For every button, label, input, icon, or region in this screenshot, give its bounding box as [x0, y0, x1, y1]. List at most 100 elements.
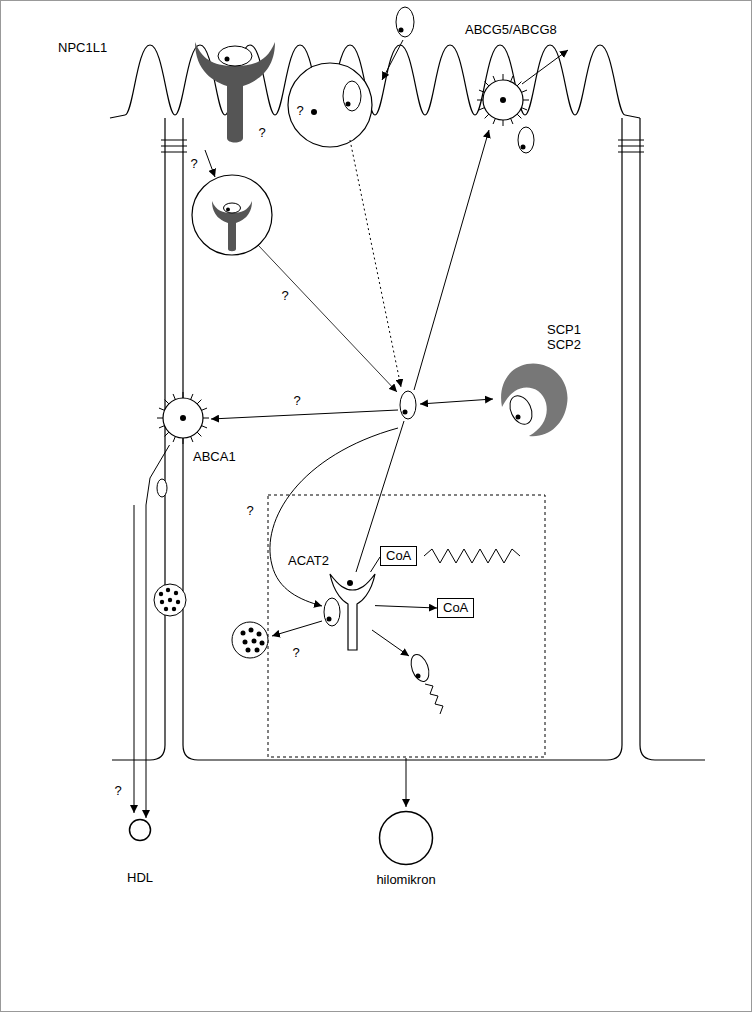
dot: [168, 598, 172, 602]
node-label: CoA: [438, 599, 473, 617]
coat-spike: [511, 76, 513, 82]
cholesterol-molecule: [343, 81, 361, 111]
question-mark: ?: [246, 503, 253, 518]
coat-spike: [521, 90, 527, 92]
coat-spike: [477, 100, 483, 101]
node-outline: [378, 810, 434, 866]
coat-spike: [173, 394, 175, 400]
node-label: NPC1L1: [58, 40, 107, 55]
question-mark: ?: [114, 783, 121, 798]
acyl-chain: [425, 684, 443, 714]
coat-spike: [165, 400, 169, 404]
cholesterol-molecule: [396, 7, 414, 37]
cholesterol-molecule: [324, 598, 340, 626]
particle-outline: [380, 812, 433, 865]
transport-arrow: [211, 410, 398, 419]
node-label: SCP1 SCP2: [547, 322, 581, 352]
dot: [243, 640, 248, 645]
cholesterol-molecule: [224, 203, 241, 213]
dot: [176, 600, 180, 604]
coat-spike: [517, 114, 521, 118]
hydroxyl-dot: [399, 28, 404, 33]
node-label: HDL: [127, 870, 153, 885]
dot: [241, 631, 246, 636]
node-label: CoA: [381, 547, 416, 565]
connector-arrow: [371, 557, 381, 572]
tight-junction: [161, 140, 187, 152]
coat-spike: [203, 418, 209, 419]
dot: [172, 607, 176, 611]
lateral-membrane: [112, 118, 165, 760]
coated-vesicle: [163, 398, 203, 438]
transport-arrow: [258, 245, 397, 392]
coat-spike: [485, 114, 489, 118]
transporter-complex: ABCG5/ABCG8: [475, 72, 531, 128]
tight-junction: [618, 140, 644, 152]
coat-spike: [159, 408, 165, 410]
coat-spike: [493, 118, 495, 124]
uptake-arrow: [382, 40, 403, 80]
coat-spike: [157, 418, 163, 419]
connectors: [146, 445, 437, 818]
node-label: hilomikron: [376, 872, 435, 887]
connector-arrow: [375, 606, 437, 608]
dot: [257, 632, 262, 637]
cholesterol-molecule: [400, 391, 416, 419]
coat-spike: [183, 392, 184, 398]
coat-spike: [197, 400, 201, 404]
dot: [260, 641, 265, 646]
dot: [255, 648, 260, 653]
storage-arrow: [272, 621, 322, 636]
exchange-arrow: [420, 399, 493, 404]
secretion-arrow: [406, 758, 407, 807]
cholesteryl-ester: [408, 652, 433, 684]
hydroxyl-dot: [347, 580, 353, 586]
secretory-vesicle: [154, 584, 186, 616]
endocytic-vesicle: [288, 63, 372, 147]
node-label: ABCA1: [193, 449, 236, 464]
efflux-arrow: [414, 130, 489, 390]
endoplasmic-reticulum: [268, 495, 545, 757]
dot: [246, 648, 251, 653]
carrier-protein: SCP1 SCP2: [495, 360, 570, 438]
question-mark: ?: [292, 645, 299, 660]
hydroxyl-dot: [500, 97, 506, 103]
dot: [249, 628, 254, 633]
node-label: ABCG5/ABCG8: [465, 22, 557, 37]
dot: [166, 588, 170, 592]
hydroxyl-dot: [225, 57, 230, 62]
question-mark: ?: [296, 103, 303, 118]
cholesterol-molecule: [218, 46, 252, 66]
vesicle-dots: [159, 588, 180, 611]
coat-spike: [493, 76, 495, 82]
transporter-protein: [212, 201, 252, 251]
acyl-chain: [424, 549, 520, 563]
hydroxyl-dot: [521, 145, 526, 150]
internalised-transporter: [212, 201, 252, 251]
lipid-droplet: [232, 622, 268, 658]
node-outline: [330, 572, 375, 652]
hydroxyl-dot: [416, 674, 421, 679]
coated-vesicle: [483, 80, 523, 120]
question-mark: ?: [190, 156, 197, 171]
particle-outline: [130, 820, 151, 841]
coa-box: CoA: [380, 546, 417, 566]
node-label: ACAT2: [288, 553, 329, 568]
cholesterol-molecule: [506, 392, 537, 428]
node-outline: [475, 72, 531, 128]
carrier-body: [501, 363, 567, 436]
cell-membrane: [183, 118, 622, 760]
hydroxyl-dot: [346, 102, 351, 107]
cholesterol-molecule: [157, 479, 167, 497]
node-outline: [128, 818, 152, 842]
coat-spike: [511, 118, 513, 124]
coat-spike: [479, 90, 485, 92]
hydroxyl-dot: [327, 617, 332, 622]
connector-arrow: [146, 445, 170, 818]
ester-dots: [241, 628, 265, 653]
coat-spike: [191, 394, 193, 400]
coat-spike: [173, 436, 175, 442]
enzyme-shape: ACAT2: [330, 572, 375, 652]
